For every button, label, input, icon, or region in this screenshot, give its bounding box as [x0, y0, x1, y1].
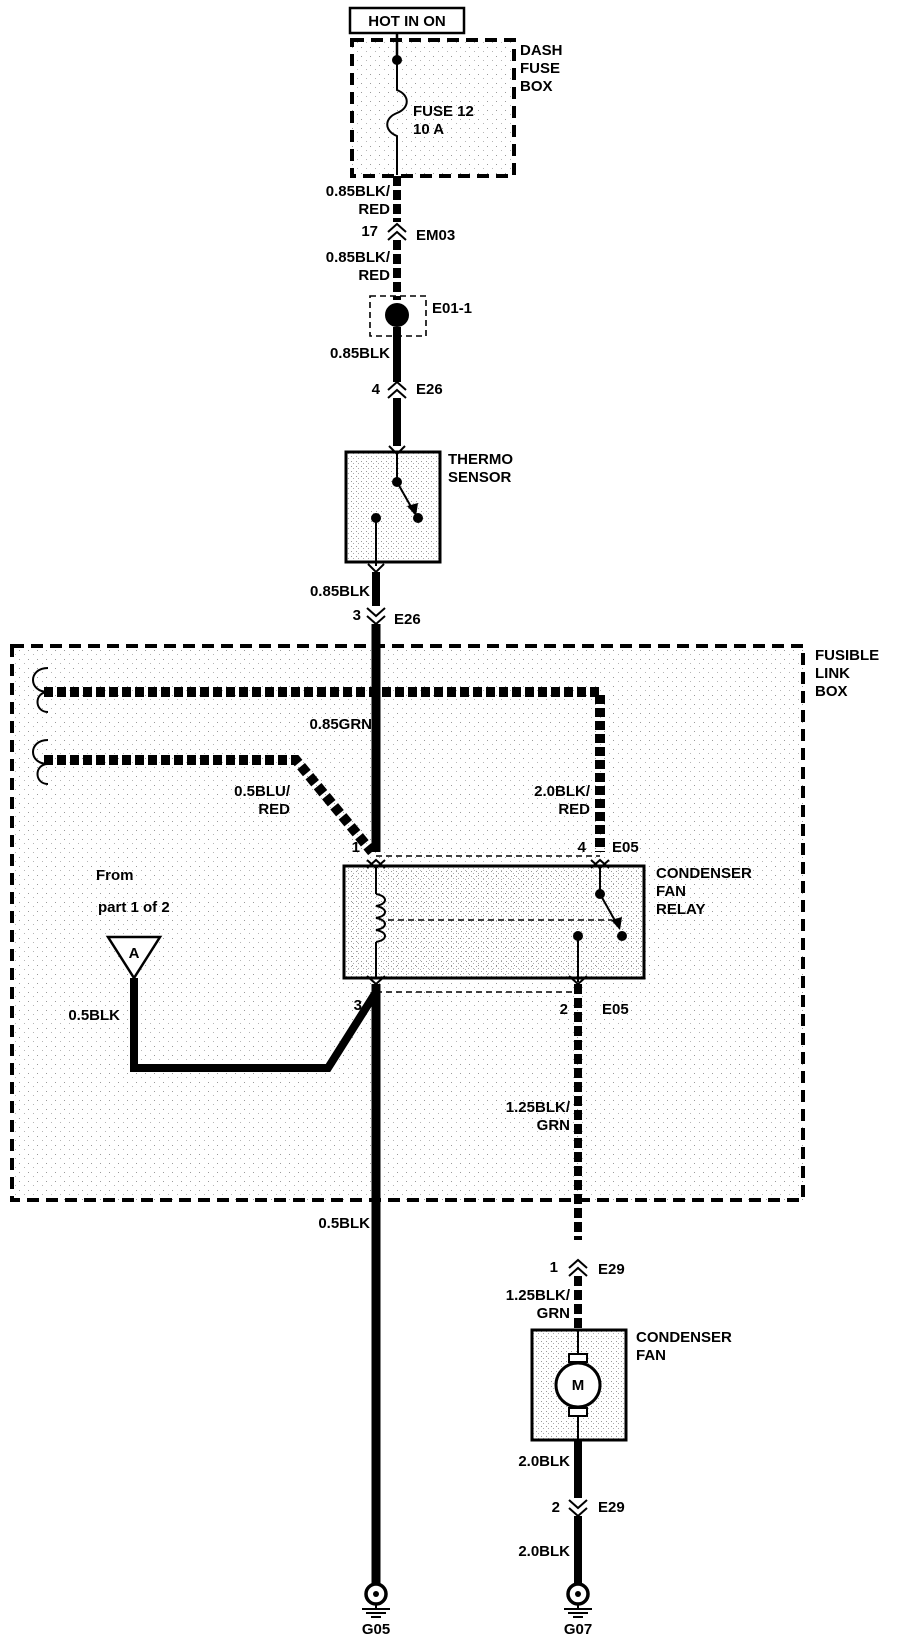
wire-w7-label-line2: RED — [558, 801, 590, 818]
dash-fuse-box-label-line2: FUSE — [520, 60, 560, 77]
motor-symbol-label: M — [572, 1377, 585, 1394]
wire-w9-label-line2: GRN — [537, 1117, 570, 1134]
connector-e26-top-pin: 4 — [372, 381, 381, 398]
thermo-sensor-label-line1: THERMO — [448, 451, 513, 468]
connector-e29-top-pin: 1 — [550, 1259, 558, 1276]
thermo-sensor-label-line2: SENSOR — [448, 469, 512, 486]
wire-w8-label: 0.5BLK — [68, 1007, 120, 1024]
connector-e29-top-name: E29 — [598, 1261, 625, 1278]
connector-e26-top: 4 E26 — [372, 380, 443, 399]
hot-in-on-label: HOT IN ON — [348, 6, 466, 35]
off-page-part-label: part 1 of 2 — [98, 899, 170, 916]
wire-w2-label-line1: 0.85BLK/ — [326, 249, 391, 266]
connector-em03: 17 EM03 — [361, 222, 455, 244]
wire-w2: 0.85BLK/ RED — [326, 240, 401, 300]
ground-g07-label: G07 — [564, 1621, 592, 1638]
connector-em03-name: EM03 — [416, 227, 455, 244]
relay-pin-4-label: 4 — [578, 839, 587, 856]
fusible-link-box-label-line3: BOX — [815, 683, 848, 700]
connector-e05-top-name: E05 — [612, 839, 639, 856]
wire-w1-label-line1: 0.85BLK/ — [326, 183, 391, 200]
wire-w3-label: 0.85BLK — [330, 345, 390, 362]
wire-w3: 0.85BLK — [330, 327, 401, 382]
off-page-reference-a: From part 1 of 2 A — [96, 867, 170, 981]
connector-e29-bottom: 2 E29 — [552, 1499, 625, 1518]
fusible-link-top — [32, 667, 605, 852]
wire-w5-label: 0.85GRN — [309, 716, 372, 733]
wire-w6-label-line2: RED — [258, 801, 290, 818]
connector-e26-bottom-pin: 3 — [353, 607, 361, 624]
thermo-sensor: THERMO SENSOR — [344, 445, 513, 566]
wire-w9: 1.25BLK/ GRN — [506, 984, 582, 1240]
wire-w11-label-line1: 1.25BLK/ — [506, 1287, 571, 1304]
wire-w11-label-line2: GRN — [537, 1305, 570, 1322]
connector-e26-bottom-name: E26 — [394, 611, 421, 628]
ground-g05: G05 — [362, 1582, 390, 1638]
condenser-fan-label-line2: FAN — [636, 1347, 666, 1364]
wire-w10: 0.5BLK — [318, 984, 381, 1590]
wire-w6-label-line1: 0.5BLU/ — [234, 783, 291, 800]
connector-e29-bottom-pin: 2 — [552, 1499, 560, 1516]
wire-w8: 0.5BLK — [68, 978, 380, 1072]
relay-label-line2: FAN — [656, 883, 686, 900]
relay-label-line1: CONDENSER — [656, 865, 752, 882]
connector-e05-bottom-name: E05 — [602, 1001, 629, 1018]
fusible-link-middle — [32, 739, 376, 856]
fuse-12: FUSE 12 10 A — [386, 33, 474, 175]
off-page-letter: A — [129, 945, 140, 962]
wire-w13-label: 2.0BLK — [518, 1543, 570, 1560]
fuse-rating-label: 10 A — [413, 121, 444, 138]
condenser-fan: M CONDENSER FAN — [530, 1328, 732, 1442]
wire-w11: 1.25BLK/ GRN — [506, 1276, 582, 1330]
relay-label-line3: RELAY — [656, 901, 705, 918]
wire-w4: 0.85BLK — [310, 563, 385, 606]
connector-em03-pin: 17 — [361, 223, 378, 240]
wire-w1: 0.85BLK/ RED — [326, 176, 401, 222]
wire-w9-label-line1: 1.25BLK/ — [506, 1099, 571, 1116]
connector-e29-bottom-name: E29 — [598, 1499, 625, 1516]
wire-w12: 2.0BLK — [518, 1440, 582, 1498]
dash-fuse-box-label-line1: DASH — [520, 42, 563, 59]
wire-w12-label: 2.0BLK — [518, 1453, 570, 1470]
condenser-fan-label-line1: CONDENSER — [636, 1329, 732, 1346]
connector-e26-bottom: 3 E26 — [353, 607, 421, 628]
condenser-fan-relay: CONDENSER FAN RELAY — [342, 858, 752, 986]
dash-fuse-box-label-line3: BOX — [520, 78, 553, 95]
connector-e26-top-name: E26 — [416, 381, 443, 398]
ground-g07: G07 — [564, 1582, 592, 1638]
relay-pin-3-label: 3 — [354, 997, 362, 1014]
wire-w2-label-line2: RED — [358, 267, 390, 284]
hot-in-on-text: HOT IN ON — [368, 13, 446, 30]
relay-pin-1-label: 1 — [352, 839, 360, 856]
fusible-link-box-label-line1: FUSIBLE — [815, 647, 879, 664]
relay-pin-2-label: 2 — [560, 1001, 568, 1018]
wire-w1-label-line2: RED — [358, 201, 390, 218]
fuse-label: FUSE 12 — [413, 103, 474, 120]
wire-w10-label: 0.5BLK — [318, 1215, 370, 1232]
dash-fuse-box: DASH FUSE BOX — [350, 38, 563, 178]
wire-w4-label: 0.85BLK — [310, 583, 370, 600]
off-page-from-label: From — [96, 867, 134, 884]
connector-e29-top: 1 E29 — [550, 1258, 625, 1278]
wire-w13: 2.0BLK — [518, 1516, 582, 1584]
wire-w7-label-line1: 2.0BLK/ — [534, 783, 591, 800]
ground-g05-label: G05 — [362, 1621, 390, 1638]
fusible-link-box-label-line2: LINK — [815, 665, 850, 682]
wire-w5: 0.85GRN — [309, 624, 381, 852]
splice-e01-1-label: E01-1 — [432, 300, 472, 317]
splice-e01-1: E01-1 — [369, 295, 472, 337]
